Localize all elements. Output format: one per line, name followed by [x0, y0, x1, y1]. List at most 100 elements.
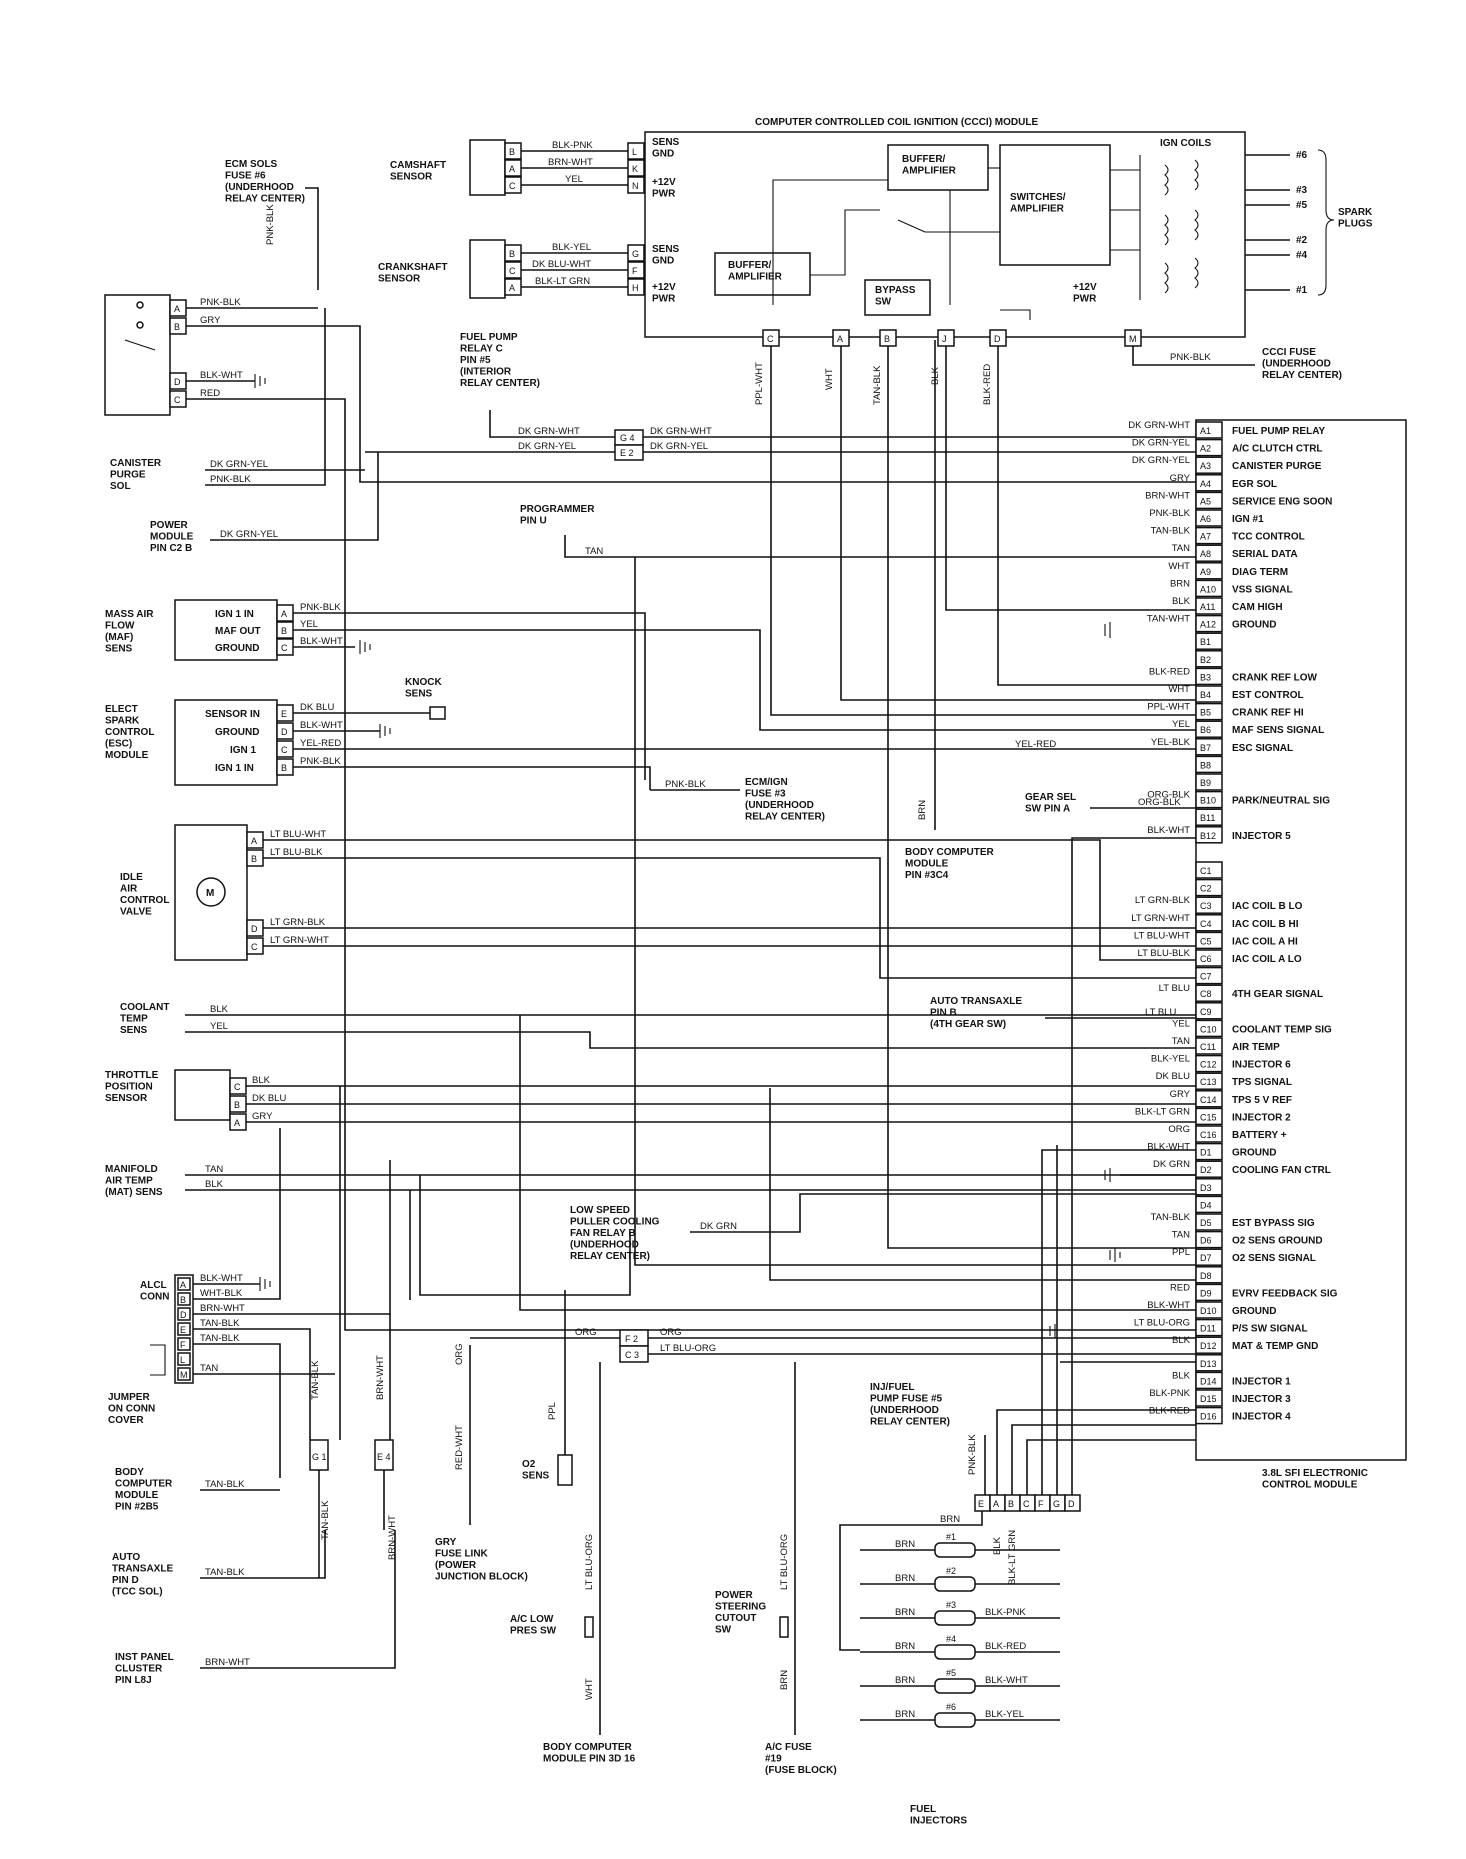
f2c3-wires — [470, 1337, 1196, 1355]
esc-pin-label: IGN 1 — [230, 745, 257, 756]
ecm-pin-box — [1195, 861, 1223, 879]
ecm-pin-label: C2 — [1200, 884, 1212, 894]
wire-label: WHT — [824, 368, 835, 390]
ecm-wire-label: ORG — [1168, 1124, 1190, 1135]
ecm-wire-label: BRN — [1170, 578, 1190, 589]
inj-conn-pin: B — [1008, 1499, 1014, 1509]
injector-num: #3 — [946, 1600, 956, 1610]
ecm-function-label: EVRV FEEDBACK SIG — [1232, 1288, 1338, 1299]
ccci-pin: J — [942, 334, 947, 344]
ccci-pin: B — [884, 334, 890, 344]
wire-label: BLK-LT GRN — [1007, 1530, 1018, 1585]
ecm-pin-box — [1195, 579, 1223, 598]
injector-feed-label: BRN — [895, 1607, 915, 1618]
wire-label: TAN — [205, 1164, 223, 1175]
ccci-internal-line — [1110, 169, 1140, 251]
injector-num: #5 — [946, 1668, 956, 1678]
e4-wire — [383, 1314, 391, 1530]
ecm-pin-box — [1195, 1142, 1223, 1161]
plug-num: #2 — [1296, 235, 1308, 246]
ground-icon — [359, 640, 371, 654]
injector-feed-label: BRN — [895, 1641, 915, 1652]
ecm-wire-label: BLK-PNK — [1149, 1388, 1190, 1399]
injector-feed-label: BRN — [895, 1573, 915, 1584]
ecm-wire-label: TAN-BLK — [1151, 526, 1191, 537]
routing-wire — [634, 557, 1196, 1266]
g1-connector: G 1 TAN-BLK TAN-BLK — [309, 1360, 331, 1578]
ecm-pin-label: C12 — [1200, 1060, 1217, 1070]
ecm-pin-box — [1195, 1195, 1223, 1214]
ecm-wire-label: BLK-WHT — [1147, 1142, 1190, 1153]
power-steering-switch — [779, 1616, 789, 1638]
ecm-function-label: TPS SIGNAL — [1232, 1077, 1292, 1088]
wire-label: GRY — [252, 1111, 273, 1122]
ecm-wire-label: LT BLU-BLK — [1138, 948, 1191, 959]
ecm-pin-box — [1195, 1107, 1223, 1126]
plug-num: #1 — [1296, 285, 1308, 296]
ecm-pin-box — [1195, 456, 1223, 474]
ecm-pin-box — [1195, 966, 1223, 985]
wire-label: LT BLU-ORG — [584, 1534, 595, 1590]
ecm-function-label: A/C CLUTCH CTRL — [1232, 444, 1323, 455]
ecm-wire-label: GRY — [1170, 1089, 1191, 1100]
ecm-wire-label: TAN-BLK — [1151, 1212, 1191, 1223]
ecm-function-label: P/S SW SIGNAL — [1232, 1324, 1308, 1335]
ecm-pin-label: A10 — [1200, 584, 1216, 594]
ecm-function-label: MAF SENS SIGNAL — [1232, 725, 1324, 736]
camshaft-pin: A — [509, 164, 515, 174]
ecm-function-label: IAC COIL A LO — [1232, 954, 1302, 965]
injector-feed-label: BRN — [895, 1539, 915, 1550]
buffer-amplifier-1-label: BUFFER/AMPLIFIER — [902, 154, 957, 177]
crankshaft-wires — [521, 252, 628, 288]
ecm-wire-label: LT GRN-BLK — [1135, 895, 1191, 906]
ecm-function-label: SERIAL DATA — [1232, 549, 1298, 560]
wire-label: TAN-BLK — [205, 1479, 245, 1490]
camshaft-wire-label: BLK-PNK — [552, 140, 593, 151]
ecm-wire-label: DK GRN-YEL — [1132, 455, 1190, 466]
esc-pin-label: IGN 1 IN — [215, 763, 254, 774]
wire-label: BLK-WHT — [200, 1273, 243, 1284]
wire-label: BRN-WHT — [200, 1303, 245, 1314]
maf-pin: A — [281, 609, 287, 619]
ecm-pin-box — [1195, 1283, 1223, 1302]
wire-label: TAN-BLK — [310, 1360, 321, 1400]
routing-wire — [419, 1175, 631, 1296]
ppl-wht-wire — [770, 346, 1196, 716]
ecm-pin-box — [1195, 632, 1223, 650]
ecm-pin-box — [1195, 1406, 1223, 1425]
ecm-function-label: CAM HIGH — [1232, 602, 1283, 613]
ecm-pin-label: C5 — [1200, 936, 1212, 946]
ecm-pin-box — [1195, 597, 1223, 615]
ccci-pin: K — [632, 164, 638, 174]
ac-low-switch — [584, 1616, 594, 1638]
ecm-pin-label: A8 — [1200, 549, 1211, 559]
inj-conn-pin: D — [1068, 1499, 1075, 1509]
ecm-function-label: SERVICE ENG SOON — [1232, 496, 1332, 507]
ecm-pin-box — [1195, 1054, 1223, 1073]
ecm-function-label: INJECTOR 5 — [1232, 831, 1291, 842]
ccci-bottom-wires: PPL-WHT WHT TAN-BLK BLK BLK-RED — [754, 346, 1196, 1249]
ecm-pin-label: B9 — [1200, 778, 1211, 788]
ecm-wire-label: WHT — [1168, 684, 1190, 695]
ecm-function-label: IAC COIL B HI — [1232, 919, 1299, 930]
ecm-sols-wire-label: PNK-BLK — [265, 204, 276, 245]
ecm-wire-label: BLK-RED — [1149, 1406, 1190, 1417]
wire-label: ORG — [454, 1343, 465, 1365]
